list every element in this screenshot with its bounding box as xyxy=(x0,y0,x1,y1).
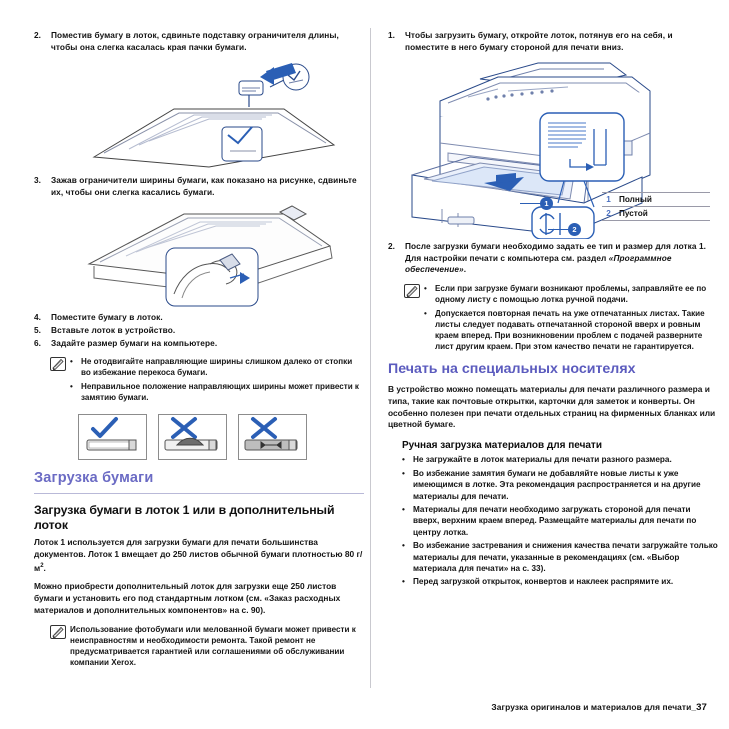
legend-row: 1 Полный xyxy=(602,192,710,206)
footer-text: Загрузка оригиналов и материалов для печ… xyxy=(491,702,697,712)
bullet-icon: • xyxy=(402,468,405,478)
step-number: 4. xyxy=(34,312,41,323)
incorrect-overfilled-paper-icon xyxy=(238,414,307,461)
list-item-text: Во избежание замятия бумаги не добавляйт… xyxy=(413,468,701,501)
step-number: 2. xyxy=(388,241,395,252)
bullet-icon: • xyxy=(402,455,405,465)
manual-loading-bullets: • Не загружайте в лоток материалы для пе… xyxy=(402,454,718,587)
list-item-text: Не загружайте в лоток материалы для печа… xyxy=(413,455,672,465)
note-text: Если при загрузке бумаги возникают пробл… xyxy=(435,283,707,305)
callout-legend: 1 Полный 2 Пустой xyxy=(602,192,710,221)
note-list-item: • Не отодвигайте направляющие ширины сли… xyxy=(70,356,364,379)
list-item: • Материалы для печати необходимо загруж… xyxy=(402,504,718,538)
legend-label: Полный xyxy=(619,195,652,204)
step-text: Чтобы загрузить бумагу, откройте лоток, … xyxy=(405,30,673,52)
list-item: • Во избежание застревания и снижения ка… xyxy=(402,540,718,574)
step-1-right: 1. Чтобы загрузить бумагу, откройте лото… xyxy=(388,30,718,53)
step-number: 5. xyxy=(34,324,41,335)
note-body: Использование фотобумаги или мелованной … xyxy=(70,624,364,669)
note-width-guides: • Не отодвигайте направляющие ширины сли… xyxy=(50,356,364,405)
note-text: Использование фотобумаги или мелованной … xyxy=(70,624,356,668)
step-text: Поместив бумагу в лоток, сдвиньте подста… xyxy=(51,30,339,52)
step-number: 6. xyxy=(34,337,41,348)
note-list-item: • Допускается повторная печать на уже от… xyxy=(424,308,718,353)
list-item: • Не загружайте в лоток материалы для пе… xyxy=(402,454,718,465)
subsection-title-manual-loading: Ручная загрузка материалов для печати xyxy=(402,440,602,452)
page-number: 37 xyxy=(696,702,707,713)
list-item: • Перед загрузкой открыток, конвертов и … xyxy=(402,576,718,587)
legend-number: 1 xyxy=(606,195,611,204)
list-item-text: Во избежание застревания и снижения каче… xyxy=(413,541,718,574)
note-icon xyxy=(404,283,424,355)
section-rule xyxy=(34,493,364,495)
legend-label: Пустой xyxy=(619,209,648,218)
bullet-icon: • xyxy=(402,505,405,514)
note-body: • Если при загрузке бумаги возникают про… xyxy=(424,283,718,355)
callout-1-line xyxy=(520,203,542,205)
correct-paper-icon xyxy=(78,414,147,461)
step-text-a: После загрузки бумаги необходимо задать … xyxy=(405,241,707,263)
section-title-paper-loading: Загрузка бумаги xyxy=(34,470,154,487)
paper-loading-examples xyxy=(78,414,364,461)
step-text: Задайте размер бумаги на компьютере. xyxy=(51,337,218,348)
legend-number: 2 xyxy=(606,209,611,218)
list-item: • Во избежание замятия бумаги не добавля… xyxy=(402,468,718,502)
note-photo-paper: Использование фотобумаги или мелованной … xyxy=(50,624,364,669)
tray-length-guide-illustration xyxy=(34,57,364,175)
page-footer: Загрузка оригиналов и материалов для печ… xyxy=(0,702,707,713)
subsection-title-tray1: Загрузка бумаги в лоток 1 или в дополнит… xyxy=(34,503,335,532)
list-item-text: Материалы для печати необходимо загружат… xyxy=(413,505,697,537)
paragraph-special-media: В устройство можно помещать материалы дл… xyxy=(388,383,716,430)
note-text: Неправильное положение направляющих шири… xyxy=(81,381,359,403)
right-column: 1. Чтобы загрузить бумагу, откройте лото… xyxy=(388,30,718,590)
step-4-left: 4. Поместите бумагу в лоток. xyxy=(34,312,364,324)
note-body: • Не отодвигайте направляющие ширины сли… xyxy=(70,356,364,405)
paragraph-tray1-capacity: Лоток 1 используется для загрузки бумаги… xyxy=(34,537,364,575)
step-text: Вставьте лоток в устройство. xyxy=(51,324,176,335)
step-5-left: 5. Вставьте лоток в устройство. xyxy=(34,325,364,337)
printer-illustration: 1 2 xyxy=(388,57,718,240)
note-text: Допускается повторная печать на уже отпе… xyxy=(435,308,705,352)
bullet-icon: • xyxy=(424,308,427,318)
column-divider xyxy=(370,28,371,688)
step-3-left: 3. Зажав ограничители ширины бумаги, как… xyxy=(34,175,364,198)
superscript-2: 2 xyxy=(40,563,44,570)
callout-1: 1 xyxy=(540,197,553,211)
step-text-b: . xyxy=(463,264,467,275)
note-list-item: • Неправильное положение направляющих ши… xyxy=(70,381,364,404)
incorrect-curled-paper-icon xyxy=(158,414,227,461)
note-icon xyxy=(50,356,70,405)
step-text: Зажав ограничители ширины бумаги, как по… xyxy=(51,175,357,197)
step-text: После загрузки бумаги необходимо задать … xyxy=(405,241,718,276)
note-icon xyxy=(50,624,70,669)
bullet-icon: • xyxy=(70,381,73,391)
note-text: Не отодвигайте направляющие ширины слишк… xyxy=(81,357,353,378)
step-number: 1. xyxy=(388,30,395,40)
paragraph-optional-tray: Можно приобрести дополнительный лоток дл… xyxy=(34,580,341,615)
step-text-quote: «Программное обеспечение» xyxy=(405,252,672,275)
left-column: 2. Поместив бумагу в лоток, сдвиньте под… xyxy=(34,30,364,675)
bullet-icon: • xyxy=(402,577,405,587)
section-title-special-media: Печать на специальных носителях xyxy=(388,360,636,377)
tray-width-guide-illustration xyxy=(34,202,364,312)
note-paper-feed: • Если при загрузке бумаги возникают про… xyxy=(404,283,718,355)
note-list-item: • Если при загрузке бумаги возникают про… xyxy=(424,283,718,306)
legend-row: 2 Пустой xyxy=(602,206,710,221)
step-number: 3. xyxy=(34,175,41,186)
bullet-icon: • xyxy=(70,357,73,367)
list-item-text: Перед загрузкой открыток, конвертов и на… xyxy=(413,577,674,587)
step-number: 2. xyxy=(34,30,41,40)
bullet-icon: • xyxy=(402,541,405,551)
bullet-icon: • xyxy=(424,283,427,293)
paragraph-end: . xyxy=(43,562,46,573)
callout-2-line xyxy=(548,229,570,231)
step-text: Поместите бумагу в лоток. xyxy=(51,312,163,323)
paragraph-text: Лоток 1 используется для загрузки бумаги… xyxy=(34,537,363,573)
callout-2: 2 xyxy=(568,223,581,237)
step-6-left: 6. Задайте размер бумаги на компьютере. xyxy=(34,338,364,350)
step-2-right: 2. После загрузки бумаги необходимо зада… xyxy=(388,241,718,276)
step-2-left: 2. Поместив бумагу в лоток, сдвиньте под… xyxy=(34,30,364,53)
